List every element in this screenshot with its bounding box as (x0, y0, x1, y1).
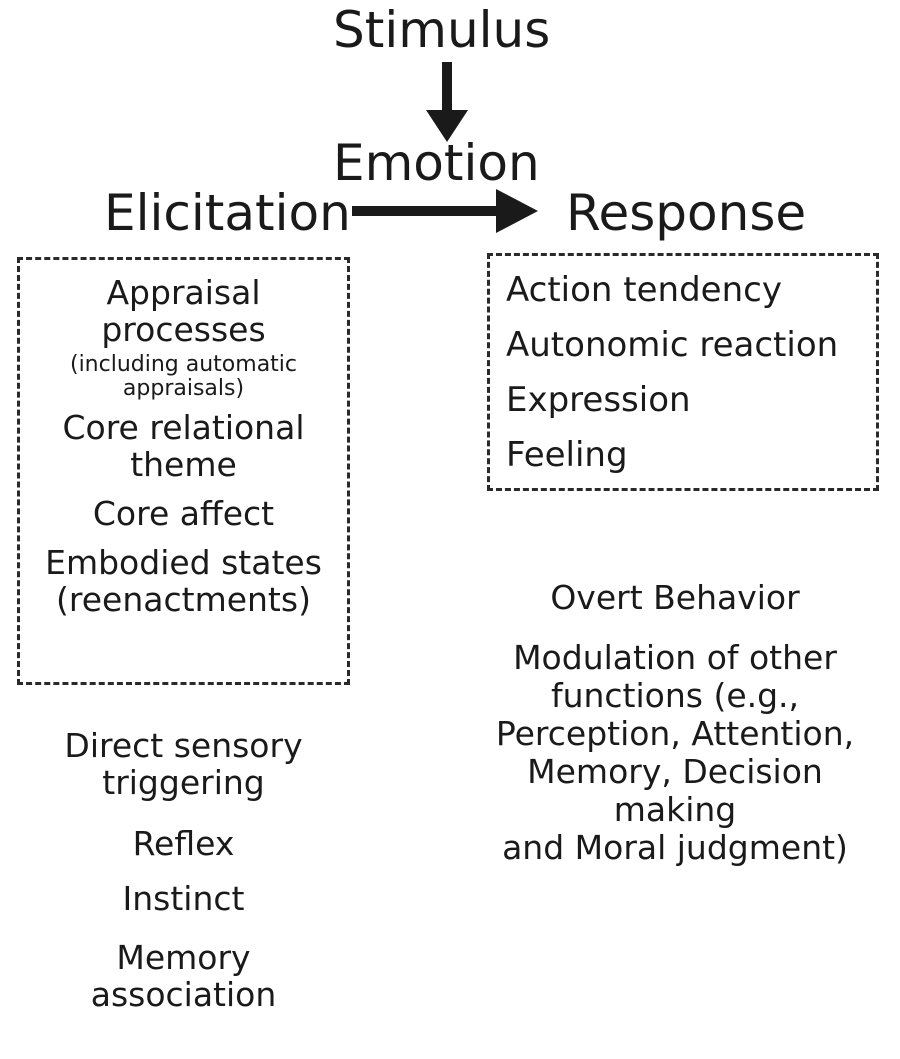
response-item-expression: Expression (506, 379, 691, 420)
elicitation-label: Elicitation (104, 184, 351, 242)
response-item-action-tendency: Action tendency (506, 269, 782, 310)
embodied-states-text: Embodied states (reenactments) (45, 543, 322, 620)
core-affect-text: Core affect (92, 494, 275, 534)
elicitation-box-content: Appraisal processes (including automatic… (17, 273, 350, 620)
core-relational-theme-text: Core relational theme (62, 408, 305, 485)
appraisal-processes-text: Appraisal processes (101, 273, 266, 349)
stimulus-label: Stimulus (333, 1, 551, 59)
elicitation-box (17, 257, 350, 685)
response-box-content: Action tendency Autonomic reaction Expre… (506, 262, 838, 482)
elicitation-other: Direct sensory triggering Reflex Instinc… (17, 726, 350, 1014)
response-item-autonomic-reaction: Autonomic reaction (506, 324, 839, 365)
response-label: Response (566, 184, 807, 242)
direct-sensory-triggering-text: Direct sensory triggering (64, 726, 303, 802)
arrow-elicitation-to-response (352, 189, 538, 233)
response-item-feeling: Feeling (506, 434, 628, 475)
overt-behavior-text: Overt Behavior (550, 578, 800, 617)
reflex-text: Reflex (132, 823, 235, 863)
appraisal-note-text: (including automatic appraisals) (69, 351, 298, 401)
arrow-stimulus-to-emotion (426, 62, 468, 142)
modulation-text: Modulation of other functions (e.g., Per… (495, 637, 855, 867)
response-other: Overt Behavior Modulation of other funct… (470, 578, 880, 867)
instinct-text: Instinct (122, 878, 245, 918)
response-box (487, 253, 879, 491)
memory-association-text: Memory association (90, 937, 277, 1014)
emotion-label: Emotion (333, 134, 540, 192)
